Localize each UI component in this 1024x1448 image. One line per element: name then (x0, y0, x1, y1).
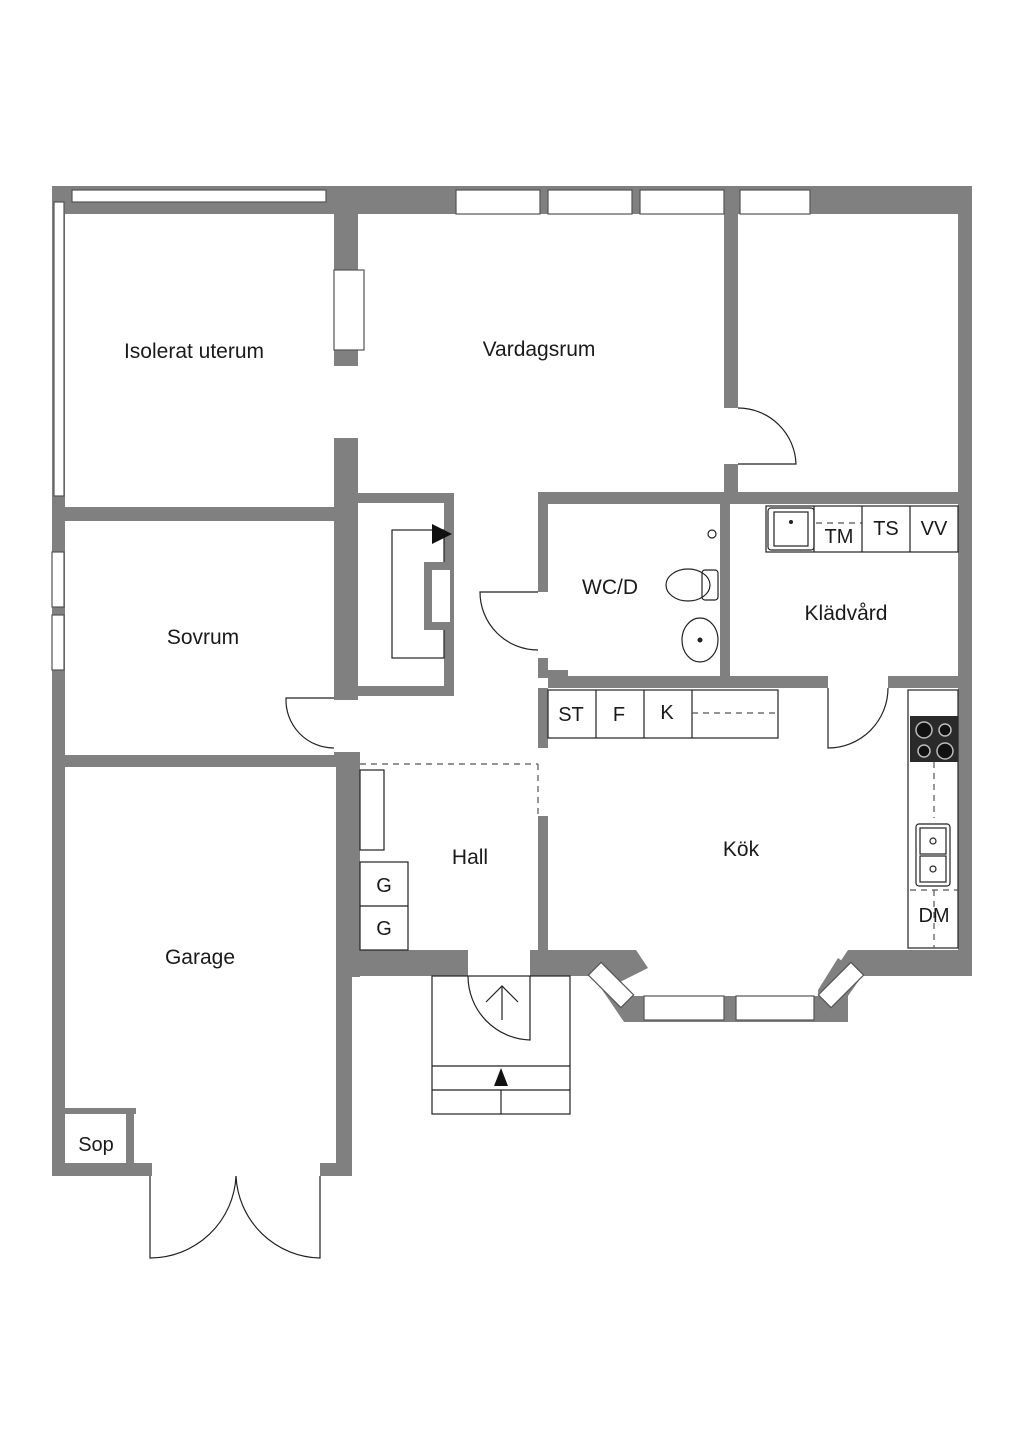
windows (51, 189, 865, 1021)
fixture-label-vv: VV (921, 518, 948, 540)
fixture-label-tm: TM (825, 526, 854, 548)
fixture-labels: TM TS VV ST F K G G DM Sop (78, 518, 949, 1156)
fixture-label-ts: TS (873, 518, 899, 540)
fixture-label-st: ST (558, 704, 584, 726)
room-label-kladvard: Klädvård (805, 602, 888, 625)
fixture-label-f: F (613, 704, 625, 726)
doors (149, 407, 889, 1259)
fixture-label-g-top: G (376, 875, 392, 897)
fixture-label-sop: Sop (78, 1134, 114, 1156)
room-label-garage: Garage (165, 946, 235, 969)
fixture-label-dm: DM (918, 905, 949, 927)
details (359, 505, 959, 1115)
room-label-isolerat-uterum: Isolerat uterum (124, 340, 264, 363)
room-label-kok: Kök (723, 838, 760, 861)
room-labels: Isolerat uterum Vardagsrum Sovrum WC/D K… (124, 338, 887, 969)
room-label-sovrum: Sovrum (167, 626, 239, 649)
walls (52, 186, 972, 1176)
room-label-vardagsrum: Vardagsrum (483, 338, 596, 361)
room-label-hall: Hall (452, 846, 488, 869)
room-label-wc-d: WC/D (582, 576, 638, 599)
fixture-label-g-bottom: G (376, 918, 392, 940)
fixture-label-k: K (660, 702, 674, 724)
